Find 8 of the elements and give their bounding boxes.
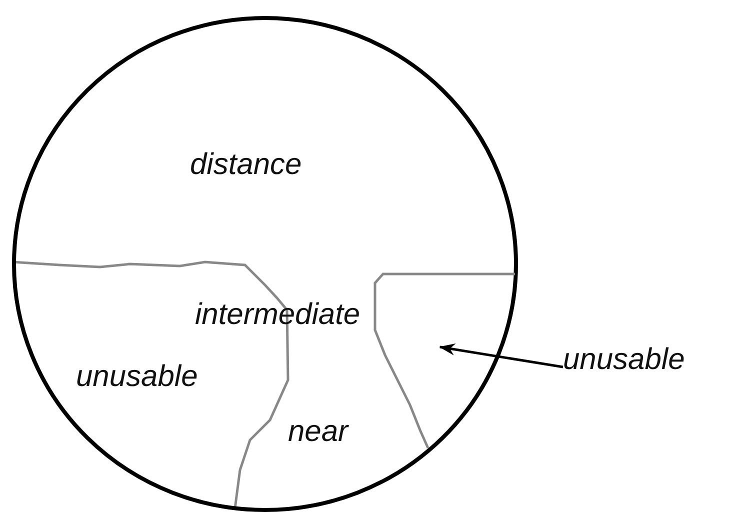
circle <box>12 16 518 512</box>
region-label: unusable <box>76 360 199 394</box>
region-boundary <box>372 272 518 450</box>
region-label: distance <box>190 148 303 182</box>
region-label: unusable <box>563 343 686 377</box>
region-label: near <box>288 415 350 449</box>
region-label: intermediate <box>195 298 362 332</box>
arrow <box>439 343 564 368</box>
